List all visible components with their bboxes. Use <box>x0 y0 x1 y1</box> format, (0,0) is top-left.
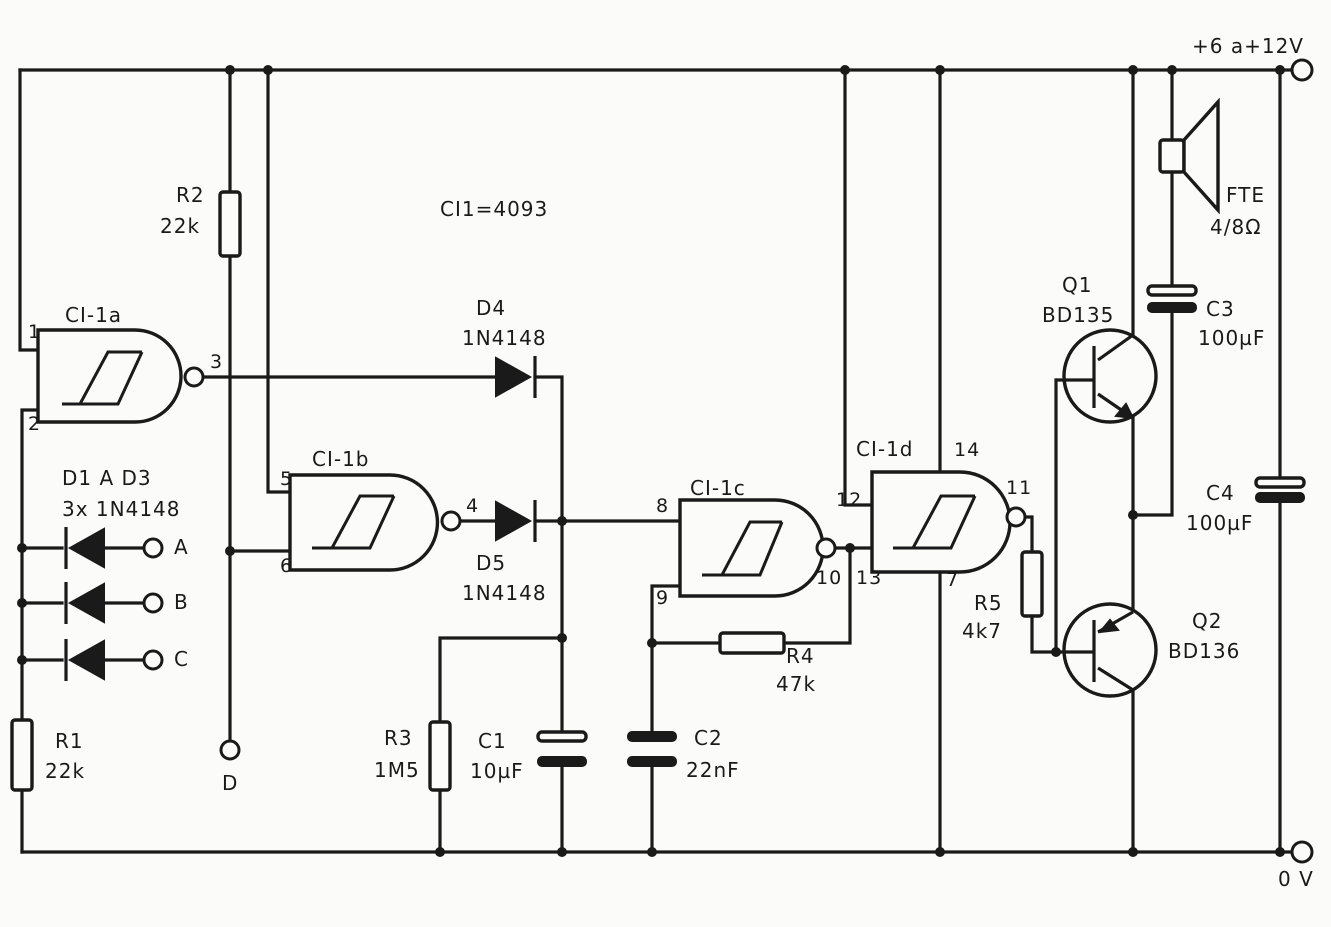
r2-label: R2 <box>176 183 205 207</box>
input-terminal-c <box>142 649 164 671</box>
q1-value: BD135 <box>1042 303 1114 327</box>
pin6-label: 6 <box>280 555 293 577</box>
input-b-label: B <box>174 590 189 614</box>
speaker-value: 4/8Ω <box>1210 215 1261 239</box>
resistor-r1 <box>10 718 34 792</box>
diode-d3 <box>64 639 105 681</box>
input-d-label: D <box>222 771 238 795</box>
c2-value: 22nF <box>686 758 740 782</box>
r5-value: 4k7 <box>962 619 1002 643</box>
ground-label: 0 V <box>1278 867 1314 891</box>
capacitor-c2 <box>627 731 677 767</box>
capacitor-c4 <box>1254 476 1306 503</box>
r2-value: 22k <box>160 214 200 238</box>
input-terminal-b <box>142 592 164 614</box>
resistor-r5 <box>1020 550 1044 618</box>
transistor-q2 <box>1056 602 1158 698</box>
pin11-label: 11 <box>1006 477 1032 499</box>
q2-value: BD136 <box>1168 639 1240 663</box>
speaker-fte <box>1158 97 1220 215</box>
pin12-label: 12 <box>836 489 862 511</box>
pin1-label: 1 <box>28 321 41 343</box>
diode-d2 <box>64 582 105 624</box>
pin5-label: 5 <box>280 468 293 490</box>
d4-value: 1N4148 <box>462 326 547 350</box>
resistor-r2 <box>218 190 242 258</box>
pin14-label: 14 <box>954 439 980 461</box>
ground-terminal <box>1290 840 1314 864</box>
pin8-label: 8 <box>656 495 669 517</box>
d5-value: 1N4148 <box>462 581 547 605</box>
input-terminal-a <box>142 537 164 559</box>
r1-label: R1 <box>55 729 84 753</box>
gate-ci1a-label: CI-1a <box>65 303 122 327</box>
gate-ci1d <box>870 470 1027 574</box>
d1-d3-value: 3x 1N4148 <box>62 497 181 521</box>
speaker-label: FTE <box>1226 183 1265 207</box>
supply-terminal <box>1290 58 1314 82</box>
pin10-label: 10 <box>816 567 842 589</box>
wires <box>20 68 1282 854</box>
d5-label: D5 <box>476 551 506 575</box>
c1-value: 10µF <box>470 759 524 783</box>
diode-d1 <box>64 527 105 569</box>
supply-label: +6 a+12V <box>1192 34 1304 58</box>
c1-label: C1 <box>478 729 507 753</box>
c4-value: 100µF <box>1186 511 1253 535</box>
d1-d3-label: D1 A D3 <box>62 466 152 490</box>
pin3-label: 3 <box>210 351 223 373</box>
diode-d4 <box>495 356 537 398</box>
r3-value: 1M5 <box>374 758 420 782</box>
gate-ci1d-label: CI-1d <box>856 437 914 461</box>
resistor-r4 <box>718 631 786 655</box>
gate-ci1c-label: CI-1c <box>690 476 746 500</box>
r4-value: 47k <box>776 672 816 696</box>
pin2-label: 2 <box>28 413 41 435</box>
r1-value: 22k <box>45 759 85 783</box>
input-a-label: A <box>174 535 189 559</box>
q1-label: Q1 <box>1062 273 1092 297</box>
r5-label: R5 <box>974 591 1003 615</box>
gate-ci1a <box>36 328 205 424</box>
c2-label: C2 <box>694 726 723 750</box>
c3-value: 100µF <box>1198 326 1265 350</box>
c4-label: C4 <box>1206 481 1235 505</box>
pin4-label: 4 <box>466 495 479 517</box>
gate-ci1b-label: CI-1b <box>312 447 370 471</box>
diode-d5 <box>495 500 537 542</box>
transistor-q1 <box>1056 328 1158 424</box>
resistor-r3 <box>428 720 452 792</box>
c3-label: C3 <box>1206 297 1235 321</box>
input-terminal-d <box>219 739 241 761</box>
junctions <box>17 65 1285 857</box>
input-c-label: C <box>174 647 189 671</box>
capacitor-c3 <box>1146 284 1198 313</box>
r3-label: R3 <box>384 726 413 750</box>
q2-label: Q2 <box>1192 609 1222 633</box>
pin9-label: 9 <box>656 587 669 609</box>
ic-label: CI1=4093 <box>440 197 548 221</box>
pin13-label: 13 <box>856 567 882 589</box>
d4-label: D4 <box>476 296 506 320</box>
gate-ci1b <box>288 473 462 572</box>
capacitor-c1 <box>536 730 588 767</box>
gate-ci1c <box>678 498 837 598</box>
pin7-label: 7 <box>946 569 959 591</box>
r4-label: R4 <box>786 644 815 668</box>
